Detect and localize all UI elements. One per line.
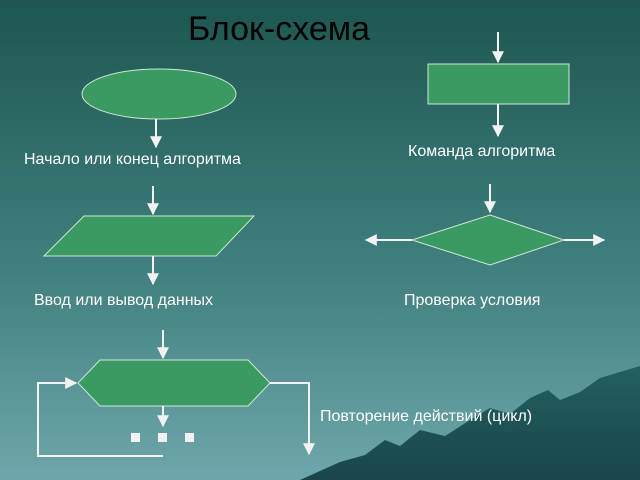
io-shape [42,215,256,257]
terminal-shape [81,68,237,120]
loop-label: Повторение действий (цикл) [320,408,533,425]
ellipsis-dot [131,433,140,442]
process-shape [427,63,570,105]
loop-shape [77,359,271,407]
decision-label: Проверка условия [404,292,541,309]
mountain-decoration [300,366,640,480]
ellipsis-dot [185,433,194,442]
process-label: Команда алгоритма [408,143,556,160]
terminal-label: Начало или конец алгоритма [24,151,241,168]
decision-shape [410,214,566,266]
loop-exit-line [270,382,315,456]
ellipsis-dot [158,433,167,442]
page-title: Блок-схема [188,10,371,48]
io-label: Ввод или вывод данных [34,292,214,309]
loop-return-line [37,377,163,457]
